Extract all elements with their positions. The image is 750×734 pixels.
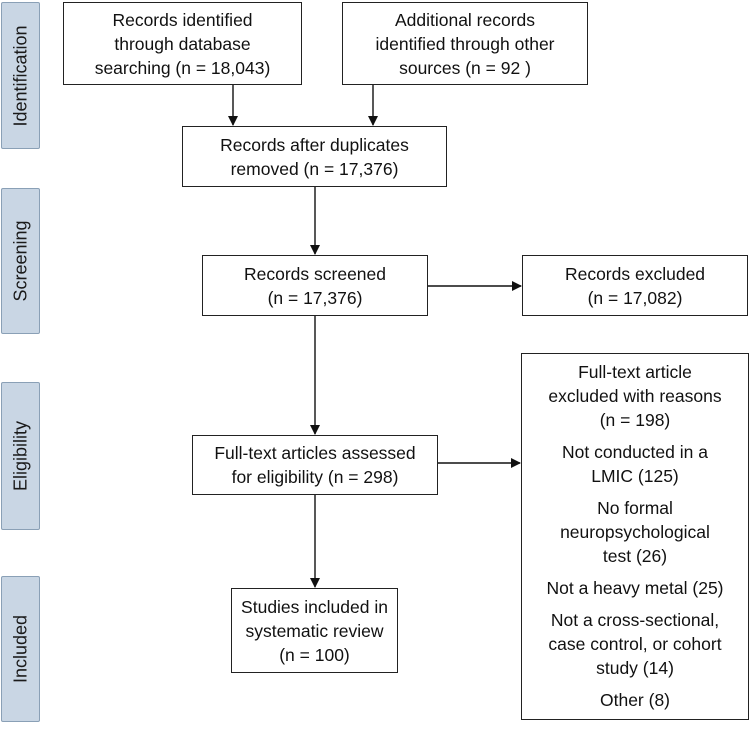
box-line: Other (8)	[599, 690, 671, 710]
box-after-duplicates: Records after duplicates removed (n = 17…	[182, 126, 447, 187]
box-line: case control, or cohort	[548, 634, 722, 654]
box-line: test (26)	[602, 546, 668, 566]
reason-no-neuropsych-test: No formal neuropsychological test (26)	[522, 496, 748, 568]
box-other-sources: Additional records identified through ot…	[342, 2, 588, 85]
box-line: excluded with reasons	[548, 386, 722, 406]
box-line: Not conducted in a	[562, 442, 708, 462]
box-line: searching (n = 18,043)	[94, 57, 271, 78]
phase-identification: Identification	[1, 2, 40, 149]
box-included-studies: Studies included in systematic review (n…	[231, 588, 398, 673]
box-fulltext-excluded: Full-text article excluded with reasons …	[521, 353, 749, 720]
box-records-screened: Records screened (n = 17,376)	[202, 255, 428, 316]
box-line: Records screened	[243, 263, 387, 284]
box-line: Full-text article	[578, 362, 692, 382]
box-line: through database	[114, 33, 251, 54]
box-line: (n = 198)	[599, 410, 671, 430]
box-line: Records identified	[112, 9, 253, 30]
box-line: Not a heavy metal (25)	[546, 578, 724, 598]
box-line: (n = 17,376)	[267, 287, 363, 308]
box-records-excluded: Records excluded (n = 17,082)	[522, 255, 748, 316]
box-line: identified through other	[375, 33, 555, 54]
phase-screening: Screening	[1, 188, 40, 334]
box-line: (n = 100)	[279, 644, 350, 665]
box-line: study (14)	[596, 658, 674, 678]
box-line: (n = 17,082)	[587, 287, 683, 308]
reason-not-lmic: Not conducted in a LMIC (125)	[522, 440, 748, 488]
box-line: Additional records	[394, 9, 536, 30]
box-line: LMIC (125)	[591, 466, 679, 486]
box-fulltext-assessed: Full-text articles assessed for eligibil…	[192, 435, 438, 495]
reason-not-heavy-metal: Not a heavy metal (25)	[522, 576, 748, 600]
excluded-header: Full-text article excluded with reasons …	[522, 360, 748, 432]
phase-eligibility: Eligibility	[1, 382, 40, 530]
box-line: Not a cross-sectional,	[550, 610, 720, 630]
box-line: No formal	[597, 498, 673, 518]
box-line: neuropsychological	[560, 522, 710, 542]
box-line: Records after duplicates	[220, 134, 409, 155]
box-line: removed (n = 17,376)	[230, 158, 399, 179]
box-line: Full-text articles assessed	[214, 443, 416, 463]
reason-study-design: Not a cross-sectional, case control, or …	[522, 608, 748, 680]
reason-other: Other (8)	[522, 688, 748, 712]
box-line: systematic review	[245, 620, 384, 641]
phase-included: Included	[1, 576, 40, 722]
box-line: Studies included in	[241, 596, 388, 617]
box-line: Records excluded	[564, 263, 706, 284]
box-line: for eligibility (n = 298)	[231, 467, 399, 487]
box-database-search: Records identified through database sear…	[63, 2, 302, 85]
box-line: sources (n = 92 )	[399, 57, 531, 78]
